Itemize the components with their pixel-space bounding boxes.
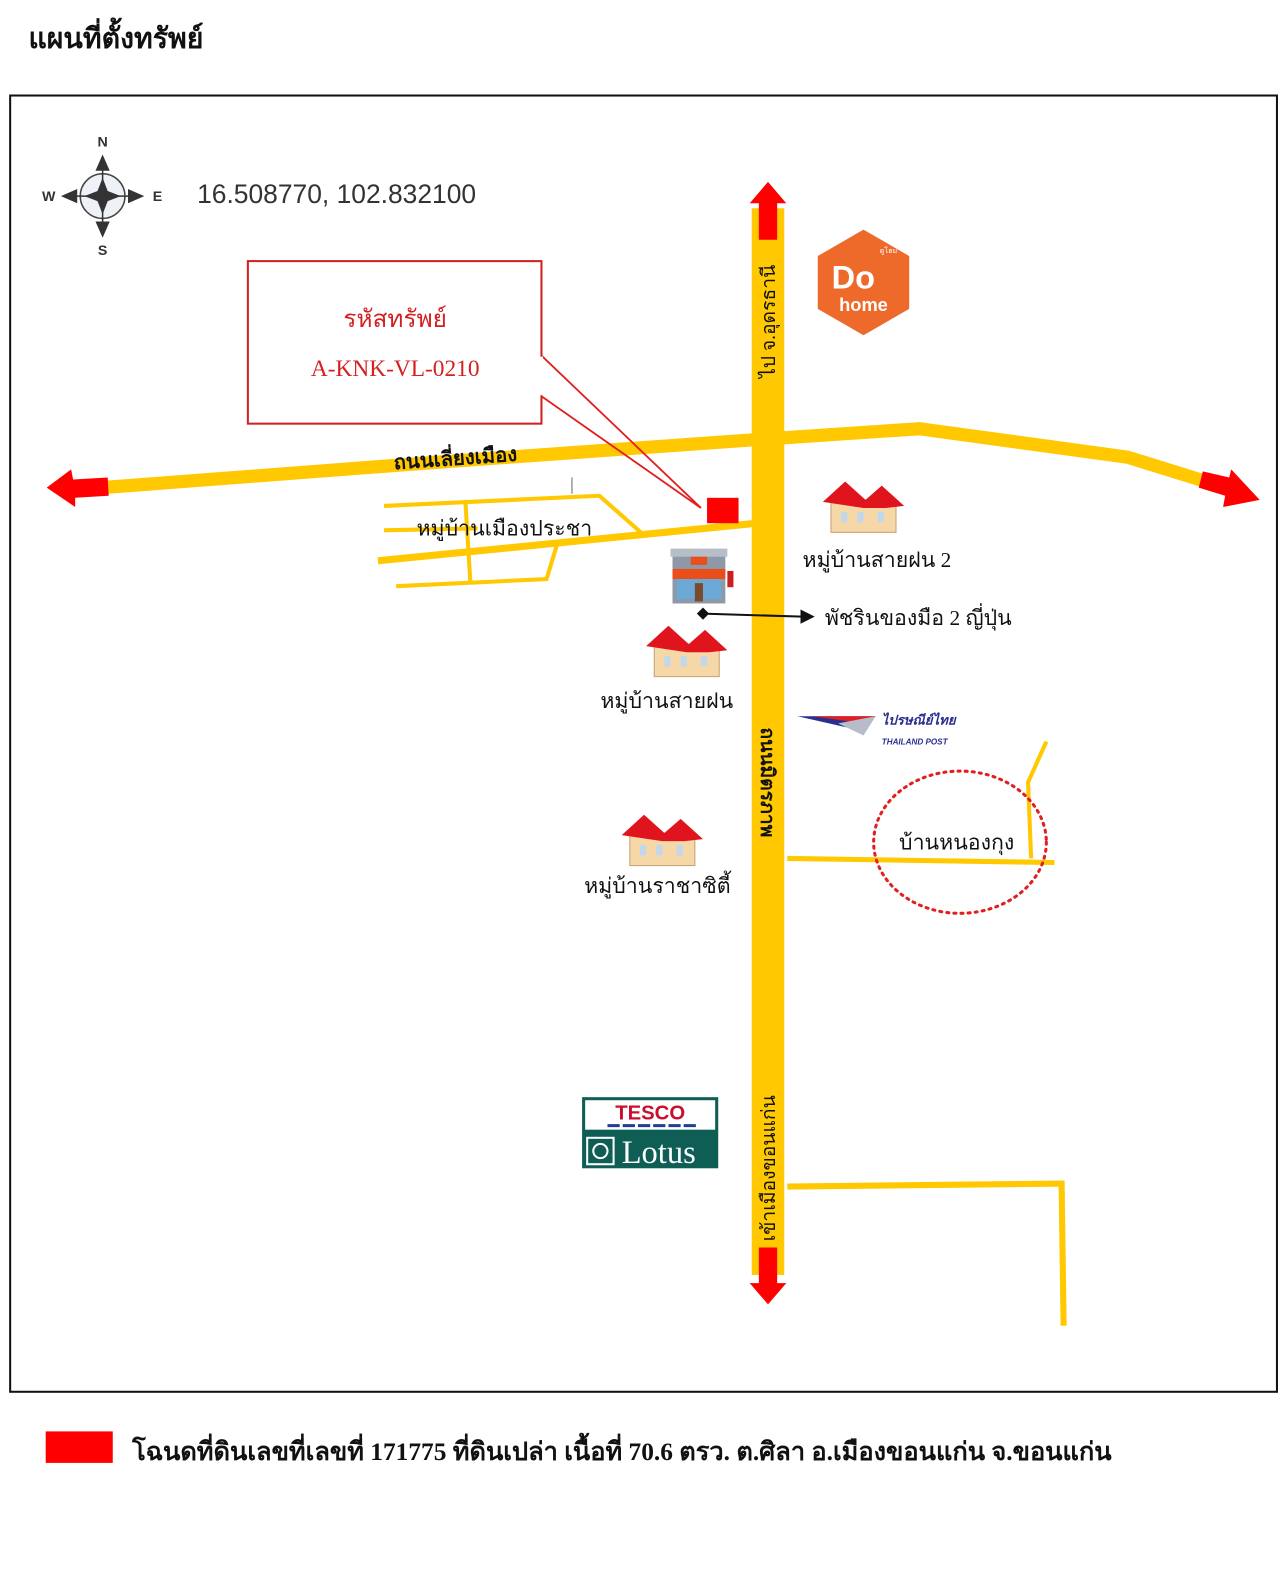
mittraphap-road-label: ถนนมิตรภาพ — [756, 727, 777, 837]
property-parcel-marker — [707, 497, 739, 524]
dohome-thai: ดูโฮม — [880, 246, 897, 255]
dohome-logo: ดูโฮม Do home — [817, 229, 910, 336]
label-mueang-pracha: หมู่บ้านเมืองประชา — [417, 516, 593, 541]
lotus-text: Lotus — [622, 1135, 696, 1171]
house-icon — [621, 814, 703, 867]
label-nong-kung: บ้านหนองกุง — [899, 830, 1014, 855]
coordinates: 16.508770, 102.832100 — [197, 179, 476, 209]
map-frame — [9, 94, 1278, 1393]
callout-heading: รหัสทรัพย์ — [343, 305, 447, 333]
property-callout: รหัสทรัพย์ A-KNK-VL-0210 — [246, 260, 702, 509]
label-racha-city: หมู่บ้านราชาซิตี้ — [584, 870, 732, 899]
label-saifon-2: หมู่บ้านสายฝน 2 — [803, 548, 952, 573]
arrow-north-icon — [749, 181, 787, 240]
label-saifon: หมู่บ้านสายฝน — [600, 689, 733, 714]
page-title: แผนที่ตั้งทรัพย์ — [28, 17, 203, 55]
mittraphap-road — [751, 208, 785, 1275]
house-icon — [646, 625, 728, 678]
tesco-text: TESCO — [615, 1103, 685, 1125]
arrow-south-icon — [749, 1247, 787, 1305]
compass-w: W — [42, 189, 56, 205]
compass-icon: N S W E — [42, 134, 162, 259]
secondary-roads — [377, 477, 1067, 1326]
dohome-line2: home — [839, 294, 888, 315]
post-english: THAILAND POST — [882, 738, 949, 747]
property-code: A-KNK-VL-0210 — [311, 356, 480, 382]
pointer-arrow — [696, 607, 815, 624]
post-thai: ไปรษณีย์ไทย — [882, 711, 957, 727]
nong-kung-area-circle — [872, 769, 1048, 915]
to-khonkaen-label: เข้าเมืองขอนแก่น — [758, 1095, 780, 1241]
label-patcharin: พัชรินของมือ 2 ญี่ปุ่น — [825, 603, 1012, 631]
compass-n: N — [97, 134, 107, 150]
to-udon-label: ไป จ.อุดรธานี — [757, 265, 781, 380]
thailand-post-logo: ไปรษณีย์ไทย THAILAND POST — [797, 711, 957, 747]
arrow-east-icon — [1198, 469, 1260, 507]
bypass-road — [60, 422, 1222, 498]
compass-e: E — [153, 189, 162, 205]
compass-s: S — [98, 243, 107, 259]
dohome-line1: Do — [832, 260, 875, 296]
tesco-lotus-logo: TESCO Lotus — [582, 1097, 719, 1171]
legend-swatch — [45, 1431, 113, 1463]
house-icon — [822, 481, 905, 533]
arrow-west-icon — [46, 469, 109, 507]
legend-text: โฉนดที่ดินเลขที่เลขที่ 171775 ที่ดินเปล่… — [131, 1432, 1112, 1466]
store-icon — [670, 548, 734, 604]
